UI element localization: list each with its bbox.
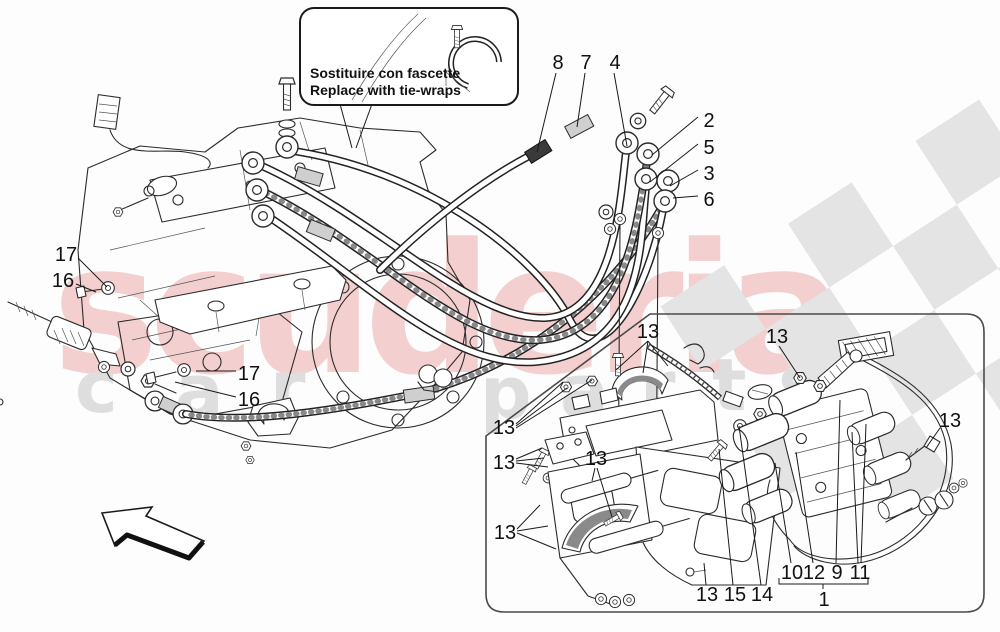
callout-label: 16 xyxy=(238,389,260,411)
hose-clamp-icon xyxy=(417,364,453,393)
callout-label: 6 xyxy=(703,189,714,211)
callout-label: 13 xyxy=(493,417,515,439)
bolt-13-icon xyxy=(905,435,941,461)
callout-label: 16 xyxy=(52,270,74,292)
callout-label: 13 xyxy=(493,452,515,474)
bolt-washer-16-17 xyxy=(145,363,191,385)
washer-icon xyxy=(120,361,136,377)
nut-icon xyxy=(240,441,252,451)
banjo-bolt-icon xyxy=(646,84,677,117)
callout-label: 14 xyxy=(751,584,773,606)
washer-icon xyxy=(97,360,111,374)
nut-icon xyxy=(112,207,124,217)
enclosure-box xyxy=(485,313,985,613)
callout-label: 17 xyxy=(238,363,260,385)
callout-label: 13 xyxy=(696,584,718,606)
callout-label: 2 xyxy=(703,110,714,132)
callout-label: 7 xyxy=(580,52,591,74)
pressure-sensor-icon xyxy=(813,349,863,392)
callout-label: 13 xyxy=(585,448,607,470)
callout-label: 13 xyxy=(939,410,961,432)
callout-label: 11 xyxy=(850,562,871,584)
note-line-italian: Sostituire con fascette xyxy=(310,65,460,81)
callout-label: 3 xyxy=(703,163,714,185)
note-line-english: Replace with tie-wraps xyxy=(310,82,461,98)
callout-label: 4 xyxy=(609,52,620,74)
callout-label: 5 xyxy=(703,137,714,159)
callout-label: 10 xyxy=(781,562,803,584)
power-unit-drawing xyxy=(715,331,968,565)
callout-label: 17 xyxy=(55,244,77,266)
leader-lines xyxy=(75,72,941,589)
callout-label: 12 xyxy=(803,562,825,584)
nut-icon xyxy=(245,456,255,464)
callout-label: 8 xyxy=(552,52,563,74)
callout-label: 13 xyxy=(637,321,659,343)
banjo-bolt-icon xyxy=(278,77,296,111)
direction-arrow xyxy=(100,505,206,561)
callout-label: 9 xyxy=(831,562,842,584)
callout-label: 1 xyxy=(818,589,829,611)
callout-label: 13 xyxy=(766,326,788,348)
callout-label: 13 xyxy=(494,522,516,544)
connector-and-sensor xyxy=(93,94,211,217)
callout-labels: 8 7 4 2 5 3 6 17 16 17 16 13 13 13 13 13… xyxy=(52,52,961,611)
callout-label: 15 xyxy=(724,584,746,606)
note-callout-box: Sostituire con fascette Replace with tie… xyxy=(299,7,519,149)
tie-wrap-clamp-icon xyxy=(445,24,502,93)
bracket-assembly-drawing xyxy=(0,343,781,609)
